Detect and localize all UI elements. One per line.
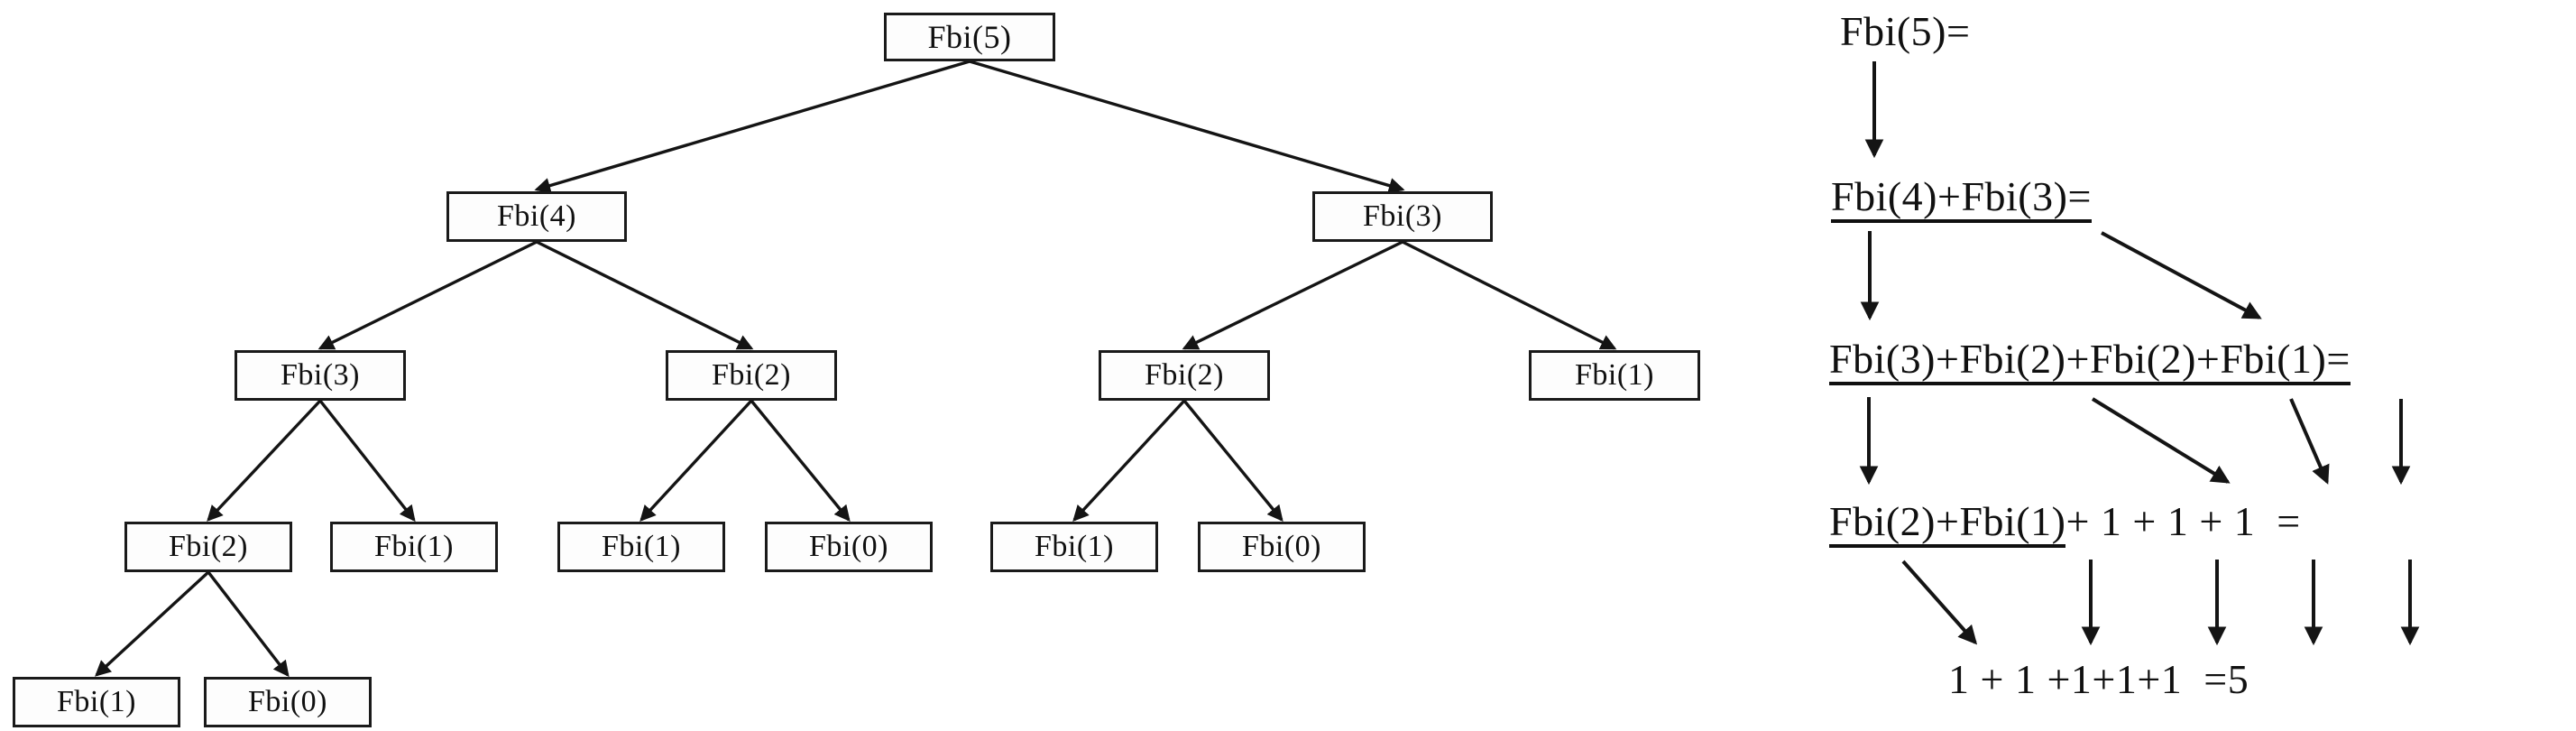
tree-node-fbi3-n2: Fbi(3) — [1312, 191, 1493, 242]
tree-edge-n1-to-n4 — [536, 240, 754, 350]
tree-node-fbi0-n14: Fbi(0) — [204, 677, 372, 727]
arrow-step4-a-to-step5 — [1901, 560, 1978, 645]
tree-edge-n5-to-n12 — [1182, 399, 1283, 523]
derivation-segment-underlined: Fbi(3)+Fbi(2)+ — [1829, 338, 2090, 385]
tree-edge-n3-to-n8 — [318, 399, 416, 523]
tree-node-fbi1-n13: Fbi(1) — [13, 677, 180, 727]
tree-node-fbi1-n8: Fbi(1) — [330, 522, 498, 572]
derivation-segment-underlined: Fbi(4)+Fbi(3)= — [1831, 176, 2092, 223]
derivation-segment-underlined: Fbi(2)+Fbi(1) — [1829, 501, 2066, 548]
tree-edge-n2-to-n6 — [1402, 240, 1617, 350]
tree-node-fbi2-n4: Fbi(2) — [666, 350, 837, 401]
tree-edge-n4-to-n9 — [639, 399, 753, 522]
tree-node-label: Fbi(2) — [712, 358, 791, 392]
tree-node-label: Fbi(3) — [1363, 199, 1442, 233]
arrow-step3-c-to-step4 — [2289, 398, 2330, 485]
tree-node-label: Fbi(1) — [374, 530, 454, 563]
derivation-line-2: Fbi(4)+Fbi(3)= — [1831, 176, 2092, 223]
arrow-step3-b-to-step4 — [2091, 397, 2231, 484]
derivation-line-5: 1 + 1 +1+1+1 =5 — [1948, 659, 2249, 700]
tree-node-label: Fbi(1) — [57, 685, 136, 718]
tree-edge-n7-to-n13 — [95, 570, 210, 677]
derivation-segment: 1 + 1 +1+1+1 — [1948, 656, 2183, 702]
arrow-step2-right-to-step3 — [2101, 231, 2262, 319]
tree-edge-n1-to-n3 — [317, 240, 538, 350]
tree-node-label: Fbi(1) — [602, 530, 681, 563]
tree-node-label: Fbi(1) — [1575, 358, 1654, 392]
tree-node-label: Fbi(5) — [927, 19, 1012, 55]
tree-node-fbi4-n1: Fbi(4) — [446, 191, 627, 242]
tree-node-fbi5-n0: Fbi(5) — [884, 13, 1055, 61]
derivation-line-4: Fbi(2)+Fbi(1)+ 1 + 1 + 1 = — [1829, 501, 2301, 548]
derivation-line-1: Fbi(5)= — [1840, 11, 1970, 52]
tree-node-fbi2-n7: Fbi(2) — [124, 522, 292, 572]
derivation-segment: Fbi(5)= — [1840, 8, 1971, 54]
tree-node-label: Fbi(2) — [1145, 358, 1224, 392]
tree-node-label: Fbi(4) — [497, 199, 576, 233]
derivation-segment: + 1 + 1 + 1 — [2065, 498, 2256, 544]
tree-node-label: Fbi(0) — [809, 530, 888, 563]
tree-edge-n4-to-n10 — [750, 399, 851, 523]
tree-node-fbi0-n10: Fbi(0) — [765, 522, 933, 572]
tree-edge-n2-to-n5 — [1182, 240, 1403, 350]
derivation-line-3: Fbi(3)+Fbi(2)+Fbi(2)+Fbi(1)= — [1829, 338, 2351, 385]
tree-node-fbi3-n3: Fbi(3) — [235, 350, 406, 401]
derivation-segment: =5 — [2182, 656, 2249, 702]
tree-node-fbi1-n9: Fbi(1) — [557, 522, 725, 572]
tree-node-label: Fbi(3) — [281, 358, 360, 392]
tree-edge-n0-to-n2 — [969, 60, 1405, 194]
tree-node-fbi0-n12: Fbi(0) — [1198, 522, 1366, 572]
tree-edge-n7-to-n14 — [207, 570, 290, 678]
tree-node-label: Fbi(1) — [1035, 530, 1114, 563]
tree-node-fbi1-n6: Fbi(1) — [1529, 350, 1700, 401]
derivation-segment-underlined: Fbi(2)+Fbi(1)= — [2089, 338, 2351, 385]
tree-edge-n0-to-n1 — [534, 60, 971, 194]
derivation-segment: = — [2255, 498, 2301, 544]
tree-node-label: Fbi(0) — [248, 685, 327, 718]
tree-edge-n5-to-n11 — [1072, 399, 1186, 522]
tree-edge-n3-to-n7 — [207, 399, 322, 522]
tree-node-label: Fbi(2) — [169, 530, 248, 563]
tree-node-fbi1-n11: Fbi(1) — [990, 522, 1158, 572]
tree-node-fbi2-n5: Fbi(2) — [1099, 350, 1270, 401]
tree-node-label: Fbi(0) — [1242, 530, 1321, 563]
